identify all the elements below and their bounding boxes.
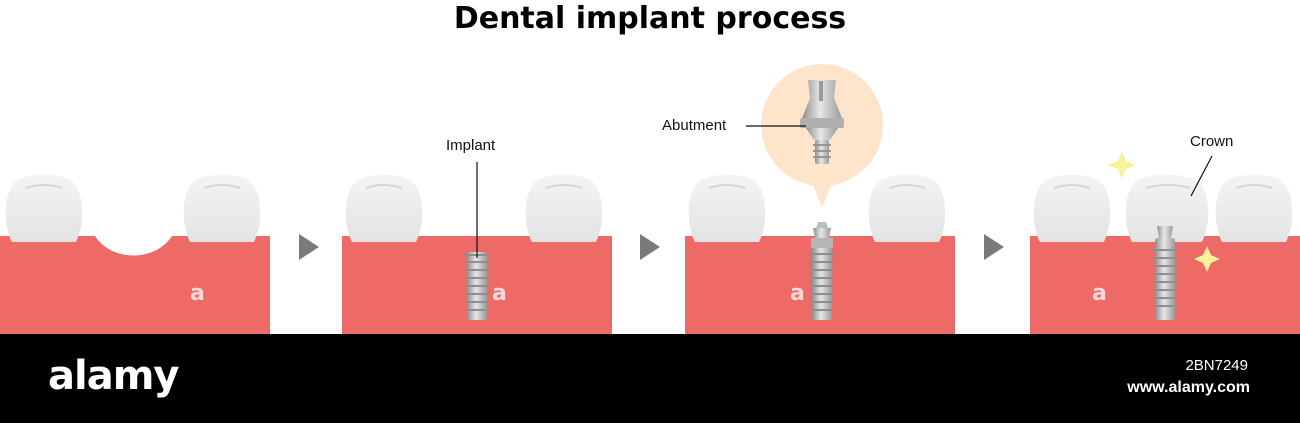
watermark-letter: a bbox=[790, 281, 805, 306]
crown-new-tooth bbox=[1125, 174, 1209, 242]
step-arrow-1 bbox=[299, 234, 319, 260]
sparkle-icon bbox=[1108, 151, 1136, 179]
implant-process-illustration bbox=[0, 64, 1300, 334]
crown-label: Crown bbox=[1190, 133, 1234, 150]
stock-site-link[interactable]: www.alamy.com bbox=[1127, 379, 1250, 396]
implant-with-abutment-3 bbox=[809, 222, 835, 320]
sparkle-icon bbox=[1194, 246, 1220, 272]
step-2-implant bbox=[342, 162, 612, 334]
step-3-abutment bbox=[685, 64, 955, 334]
watermark-letter: a bbox=[1092, 281, 1107, 306]
abutment-label: Abutment bbox=[662, 117, 727, 134]
gum-1 bbox=[0, 236, 270, 334]
tooth-4a bbox=[1033, 174, 1111, 242]
crown-leader-line bbox=[1190, 155, 1213, 197]
watermark-letter: a bbox=[190, 281, 205, 306]
step-4-crown bbox=[1030, 151, 1300, 334]
tooth-1b bbox=[183, 174, 261, 242]
tooth-3b bbox=[868, 174, 946, 242]
abutment-magnify-bubble bbox=[761, 64, 883, 208]
implant-screw-2 bbox=[464, 252, 490, 320]
tooth-1a bbox=[5, 174, 83, 242]
tooth-3a bbox=[688, 174, 766, 242]
stock-image-id: 2BN7249 bbox=[1185, 357, 1248, 374]
watermark-letter: a bbox=[492, 281, 507, 306]
tooth-2b bbox=[525, 174, 603, 242]
implant-label: Implant bbox=[446, 137, 496, 154]
step-arrow-3 bbox=[984, 234, 1004, 260]
alamy-logo: alamy bbox=[48, 353, 179, 399]
step-1-missing-tooth bbox=[0, 174, 270, 334]
tooth-4c bbox=[1215, 174, 1293, 242]
stock-footer-bar: alamy 2BN7249 www.alamy.com bbox=[0, 334, 1300, 423]
diagram-title: Dental implant process bbox=[453, 1, 847, 36]
implant-under-crown-4 bbox=[1152, 226, 1178, 320]
tooth-2a bbox=[345, 174, 423, 242]
step-arrow-2 bbox=[640, 234, 660, 260]
